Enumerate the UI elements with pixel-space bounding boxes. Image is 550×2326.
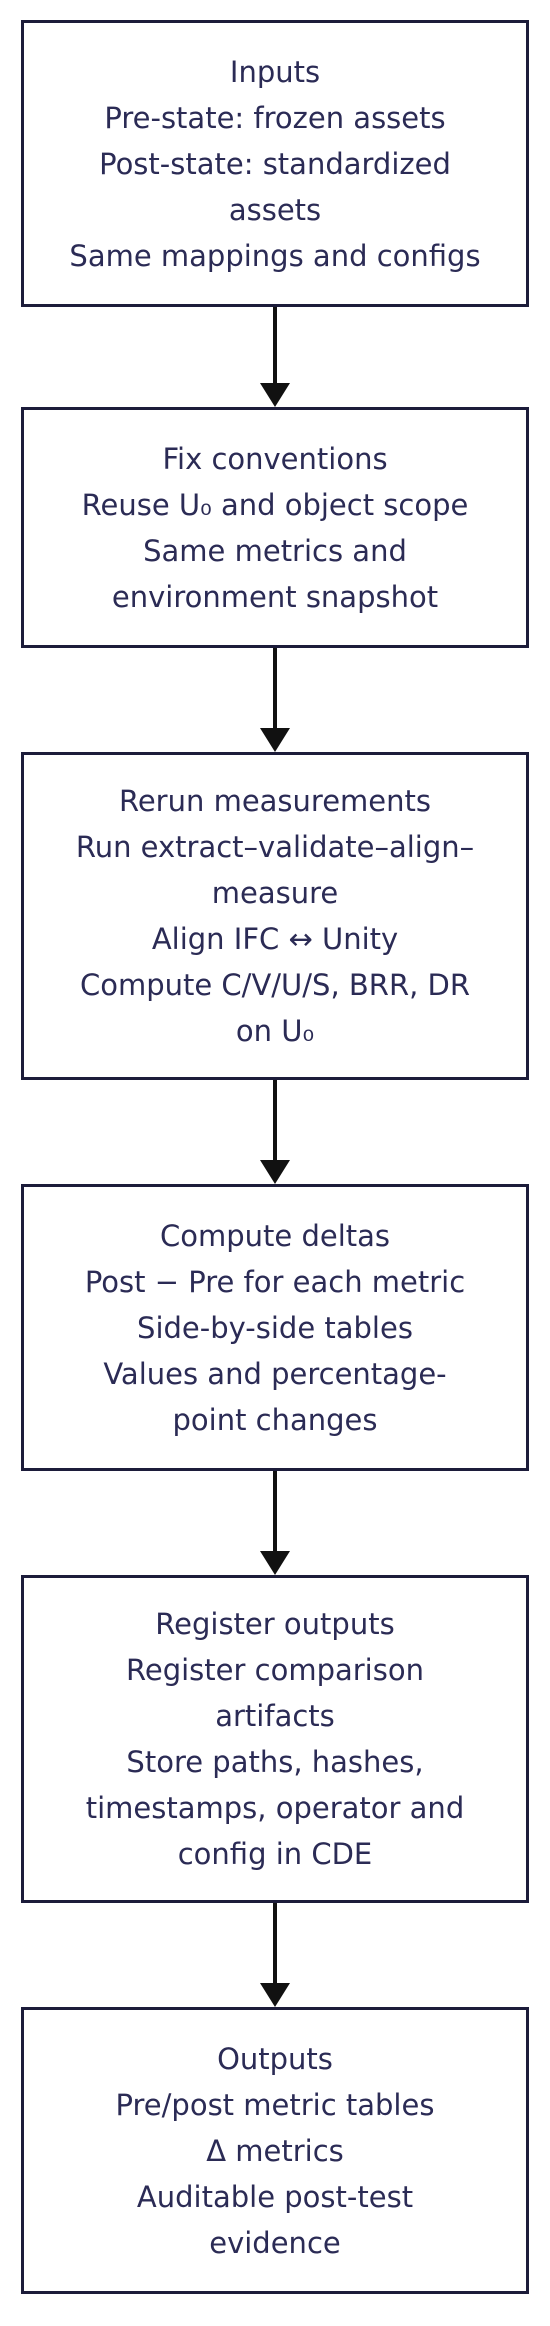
node-fix-conventions-line-1: Fix conventions — [162, 441, 388, 476]
node-compute-deltas: Compute deltas Post − Pre for each metri… — [21, 1184, 529, 1471]
node-compute-deltas-line-3: Side-by-side tables — [137, 1310, 413, 1345]
node-fix-conventions-line-4: environment snapshot — [111, 579, 439, 614]
arrow-register-to-outputs — [260, 1903, 290, 2007]
node-rerun-measurements-line-3: measure — [211, 876, 339, 910]
node-outputs-line-4: Auditable post-test — [136, 2179, 414, 2214]
node-inputs-line-2: Pre-state: frozen assets — [104, 100, 446, 135]
node-outputs-line-1: Outputs — [217, 2041, 333, 2076]
node-outputs-line-3: Δ metrics — [206, 2133, 344, 2168]
node-inputs-line-1: Inputs — [229, 54, 321, 89]
node-compute-deltas-line-5: point changes — [172, 1402, 378, 1437]
node-rerun-measurements-line-6: on U₀ — [235, 1014, 315, 1048]
arrow-compute-deltas-to-register — [260, 1471, 290, 1575]
node-register-outputs-line-5: timestamps, operator and — [85, 1791, 465, 1825]
arrow-rerun-to-compute-deltas — [260, 1080, 290, 1184]
node-register-outputs-line-4: Store paths, hashes, — [126, 1745, 424, 1779]
node-outputs-line-5: evidence — [209, 2225, 341, 2260]
node-rerun-measurements-line-4: Align IFC ↔ Unity — [151, 922, 399, 956]
node-compute-deltas-line-4: Values and percentage- — [103, 1356, 447, 1391]
node-fix-conventions-line-2: Reuse U₀ and object scope — [81, 487, 469, 522]
node-inputs-line-3: Post-state: standardized — [99, 146, 451, 181]
node-register-outputs-line-3: artifacts — [215, 1699, 335, 1733]
node-fix-conventions-line-3: Same metrics and — [143, 533, 407, 568]
node-register-outputs: Register outputs Register comparison art… — [21, 1575, 529, 1903]
node-register-outputs-line-2: Register comparison — [126, 1653, 424, 1687]
node-register-outputs-line-6: config in CDE — [177, 1837, 373, 1871]
node-outputs-line-2: Pre/post metric tables — [115, 2087, 435, 2122]
node-inputs: Inputs Pre-state: frozen assets Post-sta… — [21, 20, 529, 307]
node-inputs-line-4: assets — [228, 192, 322, 227]
node-register-outputs-line-1: Register outputs — [155, 1607, 395, 1641]
node-compute-deltas-line-2: Post − Pre for each metric — [84, 1264, 466, 1299]
node-fix-conventions: Fix conventions Reuse U₀ and object scop… — [21, 407, 529, 648]
node-compute-deltas-line-1: Compute deltas — [159, 1218, 391, 1253]
node-rerun-measurements-line-1: Rerun measurements — [118, 784, 432, 818]
arrow-inputs-to-fix-conventions — [260, 307, 290, 407]
node-rerun-measurements-line-5: Compute C/V/U/S, BRR, DR — [79, 968, 471, 1002]
node-rerun-measurements: Rerun measurements Run extract–validate–… — [21, 752, 529, 1080]
node-outputs: Outputs Pre/post metric tables Δ metrics… — [21, 2007, 529, 2294]
arrow-fix-conventions-to-rerun — [260, 648, 290, 752]
node-inputs-line-5: Same mappings and configs — [69, 238, 481, 273]
node-rerun-measurements-line-2: Run extract–validate–align– — [75, 830, 475, 864]
